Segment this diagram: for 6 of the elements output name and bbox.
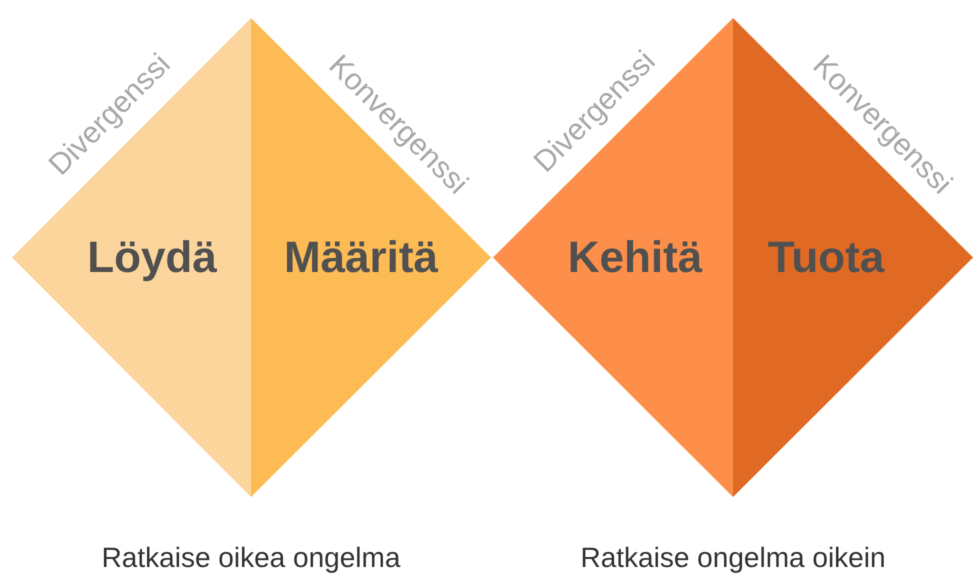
caption: Ratkaise ongelma oikein	[580, 542, 886, 574]
phase-label: Tuota	[768, 233, 884, 283]
caption: Ratkaise oikea ongelma	[102, 542, 400, 574]
phase-label: Kehitä	[568, 233, 702, 283]
phase-label: Määritä	[284, 233, 438, 283]
phase-label: Löydä	[87, 233, 217, 283]
